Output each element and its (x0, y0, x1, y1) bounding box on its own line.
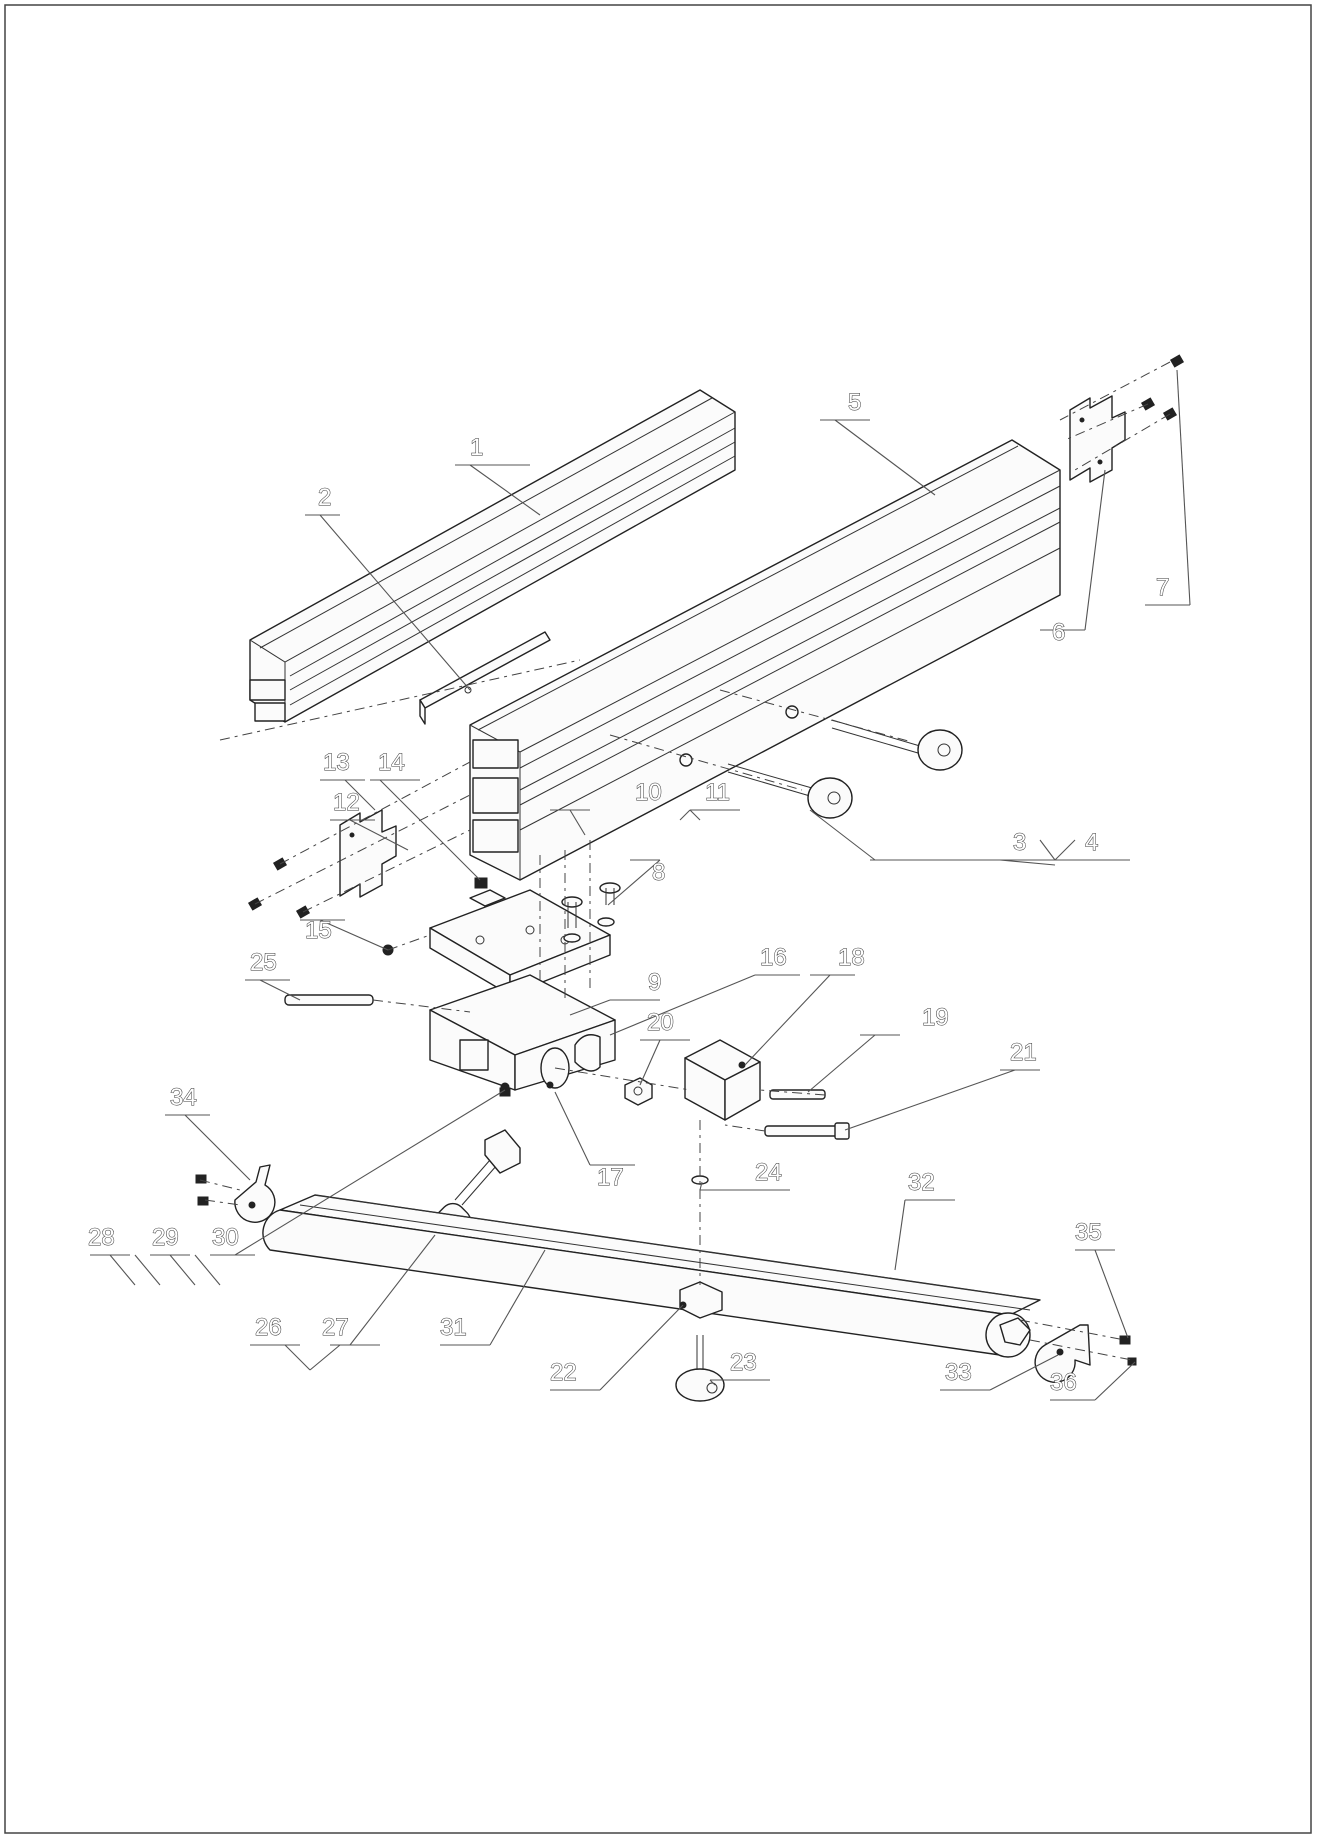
label-12: 12 (333, 789, 360, 816)
leader-lines (90, 369, 1191, 1401)
label-2: 2 (318, 484, 331, 511)
label-21: 21 (1010, 1039, 1037, 1066)
page-border (4, 4, 1312, 1834)
part-31-32-bottom-rail (262, 1194, 1041, 1358)
label-13: 13 (323, 749, 350, 776)
part-35-36-screws (1119, 1335, 1137, 1366)
part-34-end-bracket-left (195, 1164, 276, 1223)
label-4: 4 (1085, 829, 1098, 856)
label-9: 9 (648, 969, 661, 996)
label-17: 17 (597, 1164, 624, 1191)
label-29: 29 (152, 1224, 179, 1251)
part-2-bar (419, 631, 551, 725)
part-12-end-plate (339, 809, 397, 898)
part-6-end-plate (1069, 395, 1126, 483)
label-27: 27 (322, 1314, 349, 1341)
label-11: 11 (705, 779, 730, 806)
part-22-23-foot-knob (675, 1281, 725, 1402)
label-7: 7 (1156, 574, 1169, 601)
part-5-main-rail (469, 439, 1061, 881)
label-15: 15 (305, 917, 332, 944)
part-labels: 1 2 3 4 5 6 7 8 9 10 11 12 13 14 15 16 1… (88, 389, 1170, 1397)
label-34: 34 (170, 1084, 197, 1111)
label-6: 6 (1052, 619, 1065, 646)
label-36: 36 (1050, 1369, 1077, 1396)
part-18-clamp-block (684, 1039, 761, 1121)
label-14: 14 (378, 749, 405, 776)
label-18: 18 (838, 944, 865, 971)
part-33-end-bracket-right (1034, 1324, 1091, 1383)
label-25: 25 (250, 949, 277, 976)
label-22: 22 (550, 1359, 577, 1386)
label-26: 26 (255, 1314, 282, 1341)
label-19: 19 (922, 1004, 949, 1031)
label-8: 8 (652, 859, 665, 886)
label-1: 1 (470, 434, 483, 461)
label-32: 32 (908, 1169, 935, 1196)
label-20: 20 (647, 1009, 674, 1036)
label-16: 16 (760, 944, 787, 971)
label-24: 24 (755, 1159, 782, 1186)
part-7-screws (1140, 354, 1185, 421)
label-23: 23 (730, 1349, 757, 1376)
label-10: 10 (635, 779, 662, 806)
label-31: 31 (440, 1314, 467, 1341)
label-5: 5 (848, 389, 861, 416)
label-33: 33 (945, 1359, 972, 1386)
label-3: 3 (1013, 829, 1026, 856)
part-1-front-rail (249, 389, 736, 723)
label-30: 30 (212, 1224, 239, 1251)
label-28: 28 (88, 1224, 115, 1251)
part-20-nut (624, 1077, 653, 1106)
label-35: 35 (1075, 1219, 1102, 1246)
assembly-centerlines (199, 361, 1171, 1361)
part-25-pin (284, 994, 374, 1006)
part-19-21-pins (764, 1089, 850, 1140)
part-10-11-14-bolts (469, 877, 621, 943)
